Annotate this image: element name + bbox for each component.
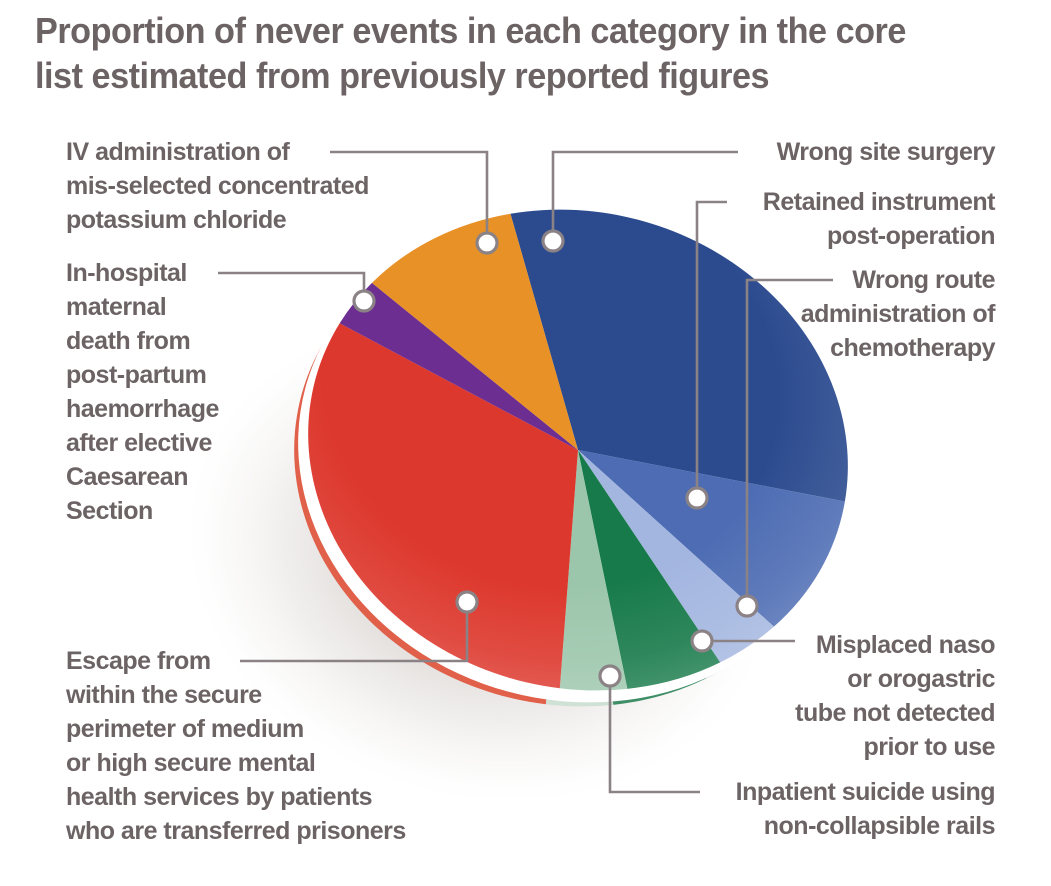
label-inpatient-suicide: Inpatient suicide using non-collapsible … [735, 778, 996, 840]
label-in-hospital-maternal-death: In-hospital maternal death from post-par… [66, 259, 219, 525]
callout-dot-inpatient-suicide-non-collapsible-rails [598, 664, 622, 688]
chart-title: Proportion of never events in each categ… [35, 10, 906, 96]
callout-dot-retained-instrument-post-operation [685, 486, 709, 510]
label-iv-potassium-chloride: IV administration of mis-selected concen… [66, 138, 369, 234]
callout-dot-in-hospital-maternal-death [352, 289, 376, 313]
label-wrong-route-chemotherapy: Wrong route administration of chemothera… [800, 266, 996, 362]
label-retained-instrument: Retained instrument post-operation [762, 188, 996, 250]
label-escape-secure-perimeter: Escape from within the secure perimeter … [66, 647, 406, 845]
callout-dot-iv-potassium-chloride [475, 231, 499, 255]
leader-line-wrong-route-chemotherapy [745, 278, 833, 606]
leader-line-iv-potassium-chloride [330, 150, 489, 243]
leader-line-retained-instrument-post-operation [695, 200, 727, 498]
leader-line-inpatient-suicide-non-collapsible-rails [608, 676, 700, 794]
label-wrong-site-surgery: Wrong site surgery [776, 138, 996, 166]
leader-line-in-hospital-maternal-death [218, 271, 366, 301]
label-misplaced-naso-orogastric-tube: Misplaced naso or orogastric tube not de… [795, 631, 995, 761]
pie-gloss-overlay [308, 209, 848, 691]
callout-dot-misplaced-naso-orogastric-tube [690, 629, 714, 653]
leader-line-wrong-site-surgery [551, 150, 738, 241]
callout-dot-wrong-site-surgery [541, 229, 565, 253]
callout-dot-escape-secure-perimeter [455, 590, 479, 614]
callout-dot-wrong-route-chemotherapy [735, 594, 759, 618]
leader-line-escape-secure-perimeter [240, 602, 469, 663]
